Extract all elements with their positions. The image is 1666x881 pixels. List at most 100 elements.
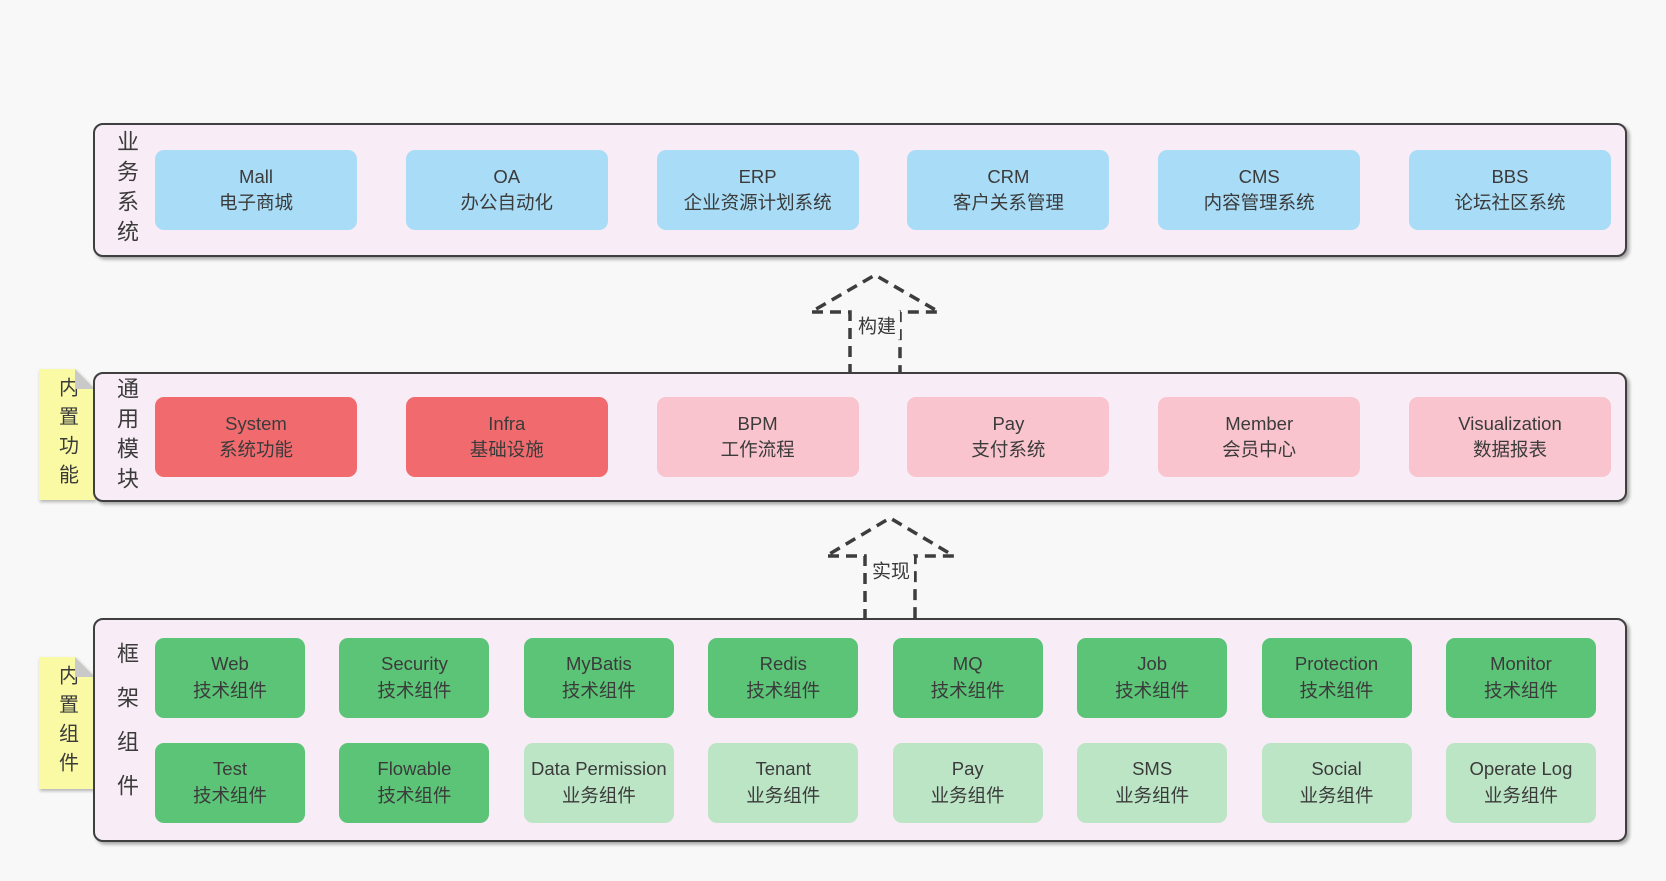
box-desc: 技术组件 [1299, 679, 1374, 701]
box-desc: 技术组件 [746, 679, 821, 701]
box-name: Test [213, 758, 247, 780]
component-box-cms: CMS 内容管理系统 [1158, 150, 1361, 230]
band-content: System 系统功能 Infra 基础设施 BPM 工作流程 Pay 支付系统 Member 会… [155, 374, 1611, 500]
component-box-job: Job 技术组件 [1077, 637, 1228, 718]
sticky-paper: 内置功能 [39, 369, 95, 500]
component-box-operate-log: Operate Log 业务组件 [1445, 742, 1596, 823]
sticky-note-builtin-features: 内置功能 [39, 369, 95, 500]
box-desc: 技术组件 [930, 679, 1005, 701]
box-name: Mall [239, 165, 273, 187]
box-name: Infra [488, 412, 526, 434]
component-box-data-permission: Data Permission 业务组件 [523, 742, 674, 823]
box-desc: 技术组件 [192, 679, 267, 701]
band-title: 通用模块 [114, 377, 139, 497]
box-desc: 办公自动化 [460, 192, 554, 213]
box-name: Pay [951, 758, 984, 780]
sticky-label: 内置功能 [55, 376, 78, 493]
box-desc: 技术组件 [1483, 679, 1558, 701]
box-name: Monitor [1490, 653, 1552, 675]
component-box-redis: Redis 技术组件 [708, 637, 859, 718]
component-box-web: Web 技术组件 [155, 637, 305, 718]
box-name: Web [211, 653, 249, 675]
component-box-mq: MQ 技术组件 [892, 637, 1043, 718]
component-box-oa: OA 办公自动化 [405, 150, 608, 230]
box-name: Redis [759, 653, 807, 675]
box-name: Flowable [377, 758, 452, 780]
box-desc: 基础设施 [469, 439, 544, 460]
box-name: MyBatis [565, 653, 632, 675]
box-desc: 工作流程 [720, 439, 795, 460]
band-title: 业务系统 [114, 130, 139, 250]
box-desc: 技术组件 [192, 784, 267, 806]
box-desc: 业务组件 [746, 784, 821, 806]
sticky-label: 内置组件 [55, 665, 78, 781]
box-desc: 技术组件 [561, 679, 636, 701]
sticky-paper: 内置组件 [39, 657, 95, 789]
box-desc: 论坛社区系统 [1454, 192, 1566, 213]
box-name: CRM [987, 165, 1030, 187]
box-name: Job [1137, 653, 1168, 675]
box-desc: 客户关系管理 [952, 192, 1064, 213]
box-name: OA [493, 165, 521, 187]
component-box-mybatis: MyBatis 技术组件 [523, 637, 674, 718]
box-desc: 业务组件 [930, 784, 1005, 806]
box-name: BBS [1491, 165, 1529, 187]
box-name: ERP [738, 165, 777, 187]
component-box-bpm: BPM 工作流程 [656, 397, 859, 477]
box-name: Member [1225, 412, 1294, 434]
component-box-infra: Infra 基础设施 [405, 397, 608, 477]
box-name: SMS [1132, 758, 1173, 780]
box-name: Operate Log [1469, 758, 1573, 780]
component-box-social: Social 业务组件 [1261, 742, 1412, 823]
component-box-pay: Pay 业务组件 [892, 742, 1043, 823]
box-name: System [225, 412, 287, 434]
box-name: Visualization [1458, 412, 1562, 434]
box-name: Security [381, 653, 448, 675]
box-desc: 技术组件 [1115, 679, 1190, 701]
arrow-label-build: 构建 [853, 310, 901, 340]
box-name: Social [1311, 758, 1362, 780]
box-desc: 技术组件 [377, 784, 452, 806]
box-name: Pay [992, 412, 1025, 434]
component-box-protection: Protection 技术组件 [1261, 637, 1412, 718]
box-desc: 支付系统 [971, 439, 1046, 460]
component-box-mall: Mall 电子商城 [155, 150, 357, 230]
box-desc: 业务组件 [1299, 784, 1374, 806]
sticky-note-builtin-components: 内置组件 [39, 657, 95, 789]
box-name: BPM [737, 412, 778, 434]
box-desc: 业务组件 [1483, 784, 1558, 806]
component-box-erp: ERP 企业资源计划系统 [656, 150, 859, 230]
box-desc: 企业资源计划系统 [683, 192, 832, 213]
box-desc: 内容管理系统 [1203, 192, 1315, 213]
band-business-systems: 业务系统 Mall 电子商城 OA 办公自动化 ERP 企业资源计划系统 CRM 客户关系管理… [93, 123, 1627, 257]
folded-corner-icon [75, 657, 95, 677]
box-name: MQ [952, 653, 983, 675]
band-title: 框架组件 [114, 642, 139, 818]
component-box-test: Test 技术组件 [155, 742, 305, 823]
dashed-up-arrow-implement [819, 515, 961, 620]
box-desc: 业务组件 [561, 784, 636, 806]
component-row: Mall 电子商城 OA 办公自动化 ERP 企业资源计划系统 CRM 客户关系管理 CMS 内容… [155, 150, 1611, 230]
component-box-security: Security 技术组件 [339, 637, 490, 718]
component-box-flowable: Flowable 技术组件 [339, 742, 490, 823]
box-desc: 会员中心 [1222, 439, 1297, 460]
component-box-member: Member 会员中心 [1158, 397, 1361, 477]
band-content: Mall 电子商城 OA 办公自动化 ERP 企业资源计划系统 CRM 客户关系管理 CMS 内容… [155, 125, 1611, 255]
box-desc: 技术组件 [377, 679, 452, 701]
box-desc: 电子商城 [218, 192, 293, 213]
box-name: CMS [1238, 165, 1280, 187]
component-box-system: System 系统功能 [155, 397, 357, 477]
arrow-label-implement: 实现 [867, 555, 915, 585]
box-name: Protection [1294, 653, 1379, 675]
box-desc: 系统功能 [218, 439, 293, 460]
component-box-bbs: BBS 论坛社区系统 [1408, 150, 1611, 230]
box-desc: 业务组件 [1115, 784, 1190, 806]
box-name: Data Permission [530, 758, 667, 780]
